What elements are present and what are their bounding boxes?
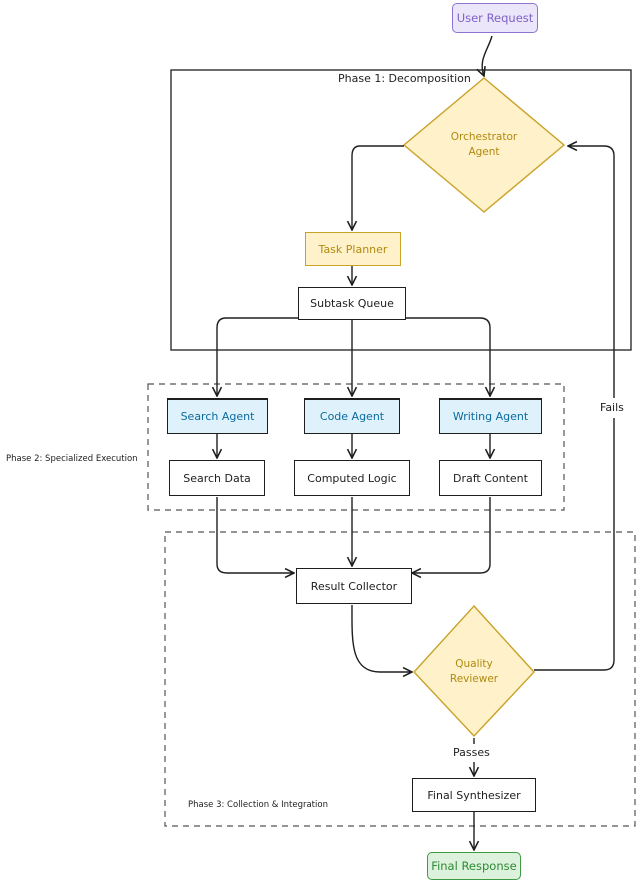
task-planner-node: Task Planner: [305, 232, 401, 266]
quality-reviewer-diamond: [413, 604, 535, 738]
phase1-label: Phase 1: Decomposition: [338, 72, 471, 85]
phase2-label: Phase 2: Specialized Execution: [6, 454, 138, 464]
edge-collector-to-reviewer: [351, 604, 412, 672]
edge-searchdata-to-collector: [216, 497, 294, 573]
phase3-container: [164, 531, 636, 827]
edge-queue-to-writing: [406, 317, 490, 396]
passes-label-bg: [450, 744, 498, 762]
phase2-container: [147, 383, 565, 511]
final-synthesizer-node: Final Synthesizer: [412, 778, 536, 812]
code-agent-node: Code Agent: [304, 398, 400, 434]
fails-edge-label: Fails: [600, 401, 624, 414]
edge-orchestrator-to-planner: [352, 145, 404, 230]
quality-reviewer-label-line2: Reviewer: [449, 673, 499, 685]
phase3-label: Phase 3: Collection & Integration: [188, 800, 328, 810]
user-request-node: User Request: [452, 3, 538, 33]
orchestrator-label-line2: Agent: [468, 146, 500, 158]
edge-draft-to-collector: [412, 497, 491, 573]
final-response-node: Final Response: [427, 852, 521, 880]
orchestrator-label: Orchestrator Agent: [424, 130, 544, 160]
search-agent-node: Search Agent: [167, 398, 268, 434]
fails-label-bg: [598, 398, 630, 418]
edge-user-to-orchestrator: [482, 35, 493, 76]
phase1-container: [170, 69, 632, 351]
passes-edge-label: Passes: [453, 746, 490, 759]
edge-queue-to-search: [217, 317, 298, 396]
computed-logic-node: Computed Logic: [294, 460, 410, 496]
subtask-queue-node: Subtask Queue: [298, 287, 406, 320]
search-data-node: Search Data: [169, 460, 265, 496]
orchestrator-diamond: [402, 77, 566, 213]
quality-reviewer-label-line1: Quality: [455, 658, 493, 670]
result-collector-node: Result Collector: [296, 568, 412, 604]
orchestrator-label-line1: Orchestrator: [450, 131, 518, 143]
quality-reviewer-label: Quality Reviewer: [424, 657, 524, 687]
writing-agent-node: Writing Agent: [439, 398, 542, 434]
draft-content-node: Draft Content: [439, 460, 542, 496]
